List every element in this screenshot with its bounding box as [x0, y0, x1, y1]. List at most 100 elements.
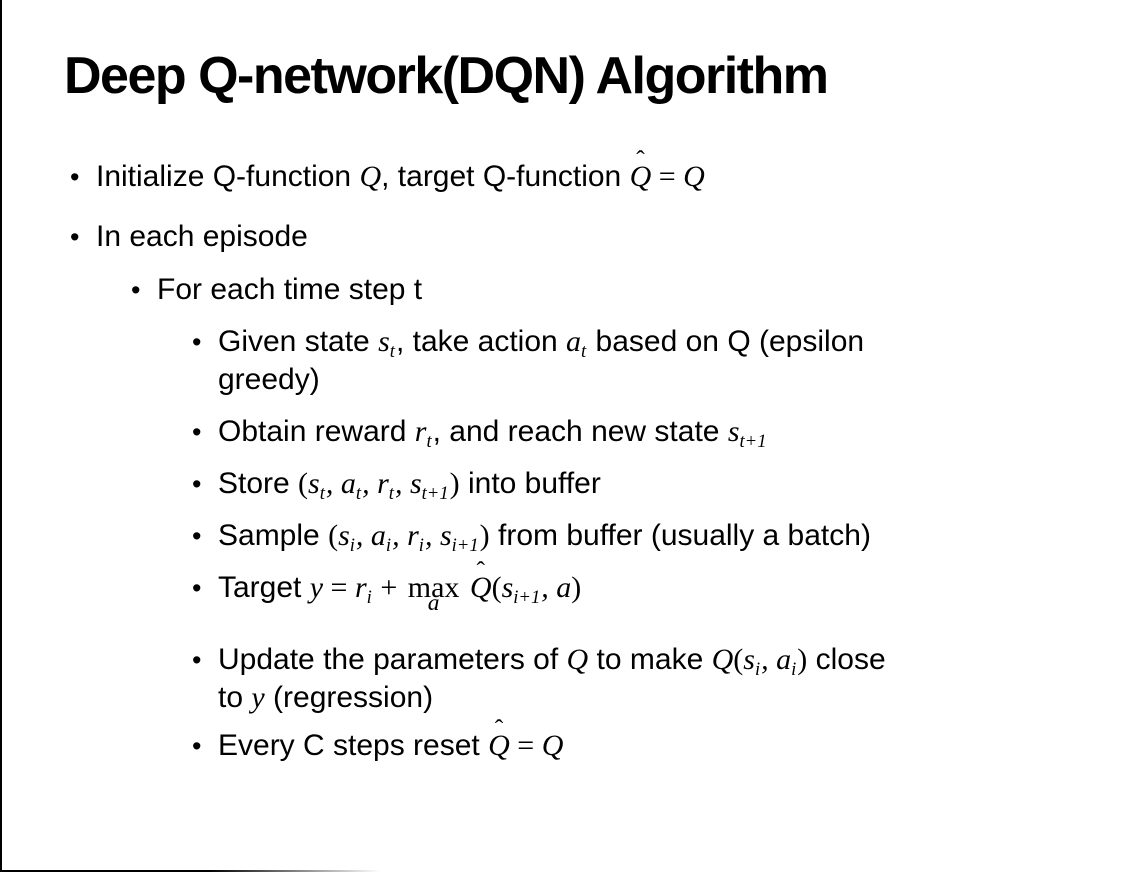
bullet-icon: • [70, 222, 80, 252]
bullet-text: In each episode [96, 218, 1124, 256]
math-var: , a [541, 571, 572, 604]
hat-icon: ˆ [636, 144, 645, 174]
text-run: Initialize Q-function [96, 160, 360, 193]
bullet-icon: • [192, 645, 202, 675]
math-var: r [354, 571, 367, 604]
text-run: Update the parameters of [218, 643, 567, 676]
math-var: r [414, 415, 427, 448]
math-subscript: i+1 [513, 586, 541, 608]
bullet-text: Sample (si, ai, ri, si+1) from buffer (u… [218, 517, 1124, 555]
math-var: , a [355, 519, 386, 552]
math-subscript: t+1 [739, 430, 767, 452]
text-run: For each time step t [157, 273, 423, 306]
math-op: ) [449, 467, 460, 500]
math-var: , r [362, 467, 389, 500]
text-run: , take action [395, 325, 567, 358]
bullet-icon: • [70, 162, 80, 192]
math-op: ) [571, 571, 582, 604]
bullet-icon: • [192, 731, 202, 761]
max-label: max [407, 571, 460, 604]
math-var: Q [566, 643, 589, 676]
slide-bottom-border [0, 870, 380, 872]
text-run: In each episode [96, 220, 308, 253]
bullet-item: • Given state st, take action at based on… [192, 323, 1124, 399]
text-run: Sample [218, 519, 329, 552]
math-op: = [323, 571, 355, 604]
math-subscript: i [791, 658, 797, 680]
text-run: Given state [218, 325, 379, 358]
slide-left-border [0, 0, 2, 872]
text-run: Store [218, 467, 299, 500]
text-run: , and reach new state [432, 415, 728, 448]
text-run: based on Q (epsilon [587, 325, 865, 358]
math-var: s [338, 519, 350, 552]
math-op: ) [797, 643, 808, 676]
math-op [462, 571, 470, 604]
max-under-var: a [427, 590, 440, 617]
math-var: Q [683, 160, 705, 193]
math-op: = [509, 729, 542, 762]
math-var: y [309, 571, 324, 604]
text-run: greedy) [218, 363, 320, 396]
math-var: , s [394, 467, 422, 500]
math-var: , s [424, 519, 452, 552]
text-run: , target Q-function [381, 160, 630, 193]
bullet-text: Update the parameters of Q to make Q(si,… [218, 641, 1124, 717]
bullet-item: •Sample (si, ai, ri, si+1) from buffer (… [192, 517, 1124, 555]
math-subscript: i [349, 534, 355, 556]
math-var: , a [761, 643, 792, 676]
bullet-icon: • [192, 573, 202, 603]
bullet-icon: • [192, 469, 202, 499]
bullet-item: • Store (st, at, rt, st+1) into buffer [192, 465, 1124, 503]
math-var: a [566, 325, 582, 358]
bullet-icon: • [192, 327, 202, 357]
math-var: s [727, 415, 740, 448]
text-run: (regression) [264, 681, 434, 714]
bullet-text: Store (st, at, rt, st+1) into buffer [218, 465, 1124, 503]
math-subscript: t [319, 482, 325, 504]
bullet-item: • Obtain reward rt, and reach new state s… [192, 413, 1124, 451]
math-subscript: i [366, 586, 372, 608]
hat-icon: ˆ [476, 555, 486, 585]
math-subscript: t [581, 340, 587, 362]
math-var: s [743, 643, 755, 676]
math-subscript: t [355, 482, 362, 504]
math-var: Q [541, 729, 564, 762]
math-subscript: i [754, 658, 761, 680]
bullet-text: For each time step t [157, 271, 1124, 309]
bullet-text: Obtain reward rt, and reach new state st… [218, 413, 1124, 451]
math-subscript: t [388, 482, 394, 504]
math-op: = [651, 160, 684, 193]
bullet-item: • Update the parameters of Q to make Q(si… [192, 641, 1124, 717]
math-op: ) [479, 519, 490, 552]
text-run: Target [218, 571, 310, 604]
text-run: from buffer (usually a batch) [489, 519, 871, 552]
text-run: to make [588, 643, 712, 676]
math-var: , r [392, 519, 419, 552]
bullet-list: • Initialize Q-function Q , target Q-funct… [0, 144, 1124, 765]
text-run: Every C steps reset [218, 729, 489, 762]
bullet-icon: • [192, 521, 202, 551]
text-run: into buffer [459, 467, 601, 500]
math-subscript: t [389, 340, 395, 362]
bullet-text: Initialize Q-function Q , target Q-functi… [96, 144, 1124, 196]
math-var: s [501, 571, 514, 604]
math-op: + [372, 571, 405, 604]
math-subscript: t+1 [421, 482, 449, 504]
bullet-item: • In each episode [70, 218, 1124, 256]
bullet-item: • Initialize Q-function Q , target Q-funct… [70, 144, 1124, 196]
slide-title: Deep Q-network(DQN) Algorithm [64, 47, 829, 105]
bullet-text: Given state st, take action at based on … [218, 323, 1124, 399]
math-var: Q [711, 643, 734, 676]
bullet-icon: • [192, 417, 202, 447]
text-run: Obtain reward [218, 415, 415, 448]
math-op: ( [298, 467, 309, 500]
